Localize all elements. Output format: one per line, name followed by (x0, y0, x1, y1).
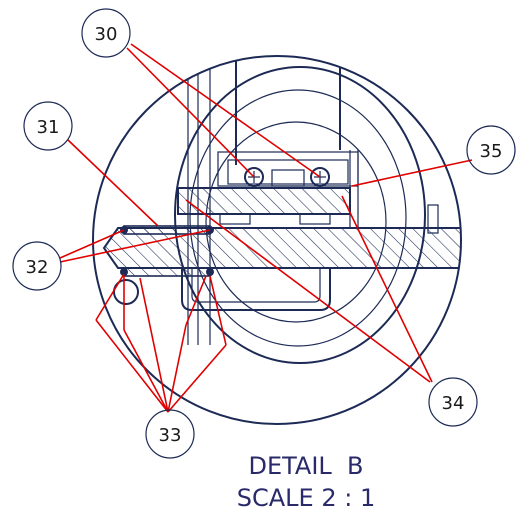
svg-text:31: 31 (37, 117, 60, 138)
callout-30: 30 (81, 8, 131, 58)
callout-34: 34 (428, 377, 478, 427)
pin-sleeve-bottom (123, 267, 211, 277)
svg-text:32: 32 (26, 257, 49, 278)
detail-caption-title: DETAIL B (248, 452, 363, 480)
callout-31: 31 (23, 101, 73, 151)
retaining-ring (113, 279, 139, 305)
pin-ball-bottom-left (120, 268, 128, 276)
screw-bracket-inner (227, 159, 349, 185)
svg-text:35: 35 (480, 141, 503, 162)
screw-bracket (217, 151, 359, 187)
section-geometry (102, 56, 461, 364)
pin-ball-bottom-right (206, 268, 214, 276)
plate-lower-block-left (219, 213, 251, 225)
inner-ring-inner (189, 89, 407, 347)
callout-33: 33 (145, 409, 195, 459)
leader-lines (59, 43, 473, 413)
svg-text:33: 33 (159, 425, 182, 446)
detail-caption-scale: SCALE 2 : 1 (237, 484, 375, 512)
callout-32: 32 (12, 241, 62, 291)
svg-text:30: 30 (95, 24, 118, 45)
hatched-shaft (102, 227, 461, 269)
screw-block (271, 169, 305, 187)
svg-text:34: 34 (442, 393, 465, 414)
plate-lower-block-right (299, 213, 331, 225)
lower-u-bracket-inner (191, 268, 321, 303)
callout-35: 35 (466, 125, 516, 175)
inner-ring-outer (174, 66, 426, 364)
inner-ring-core (205, 121, 387, 323)
lower-u-bracket (181, 268, 331, 311)
hatched-plate (177, 187, 351, 215)
